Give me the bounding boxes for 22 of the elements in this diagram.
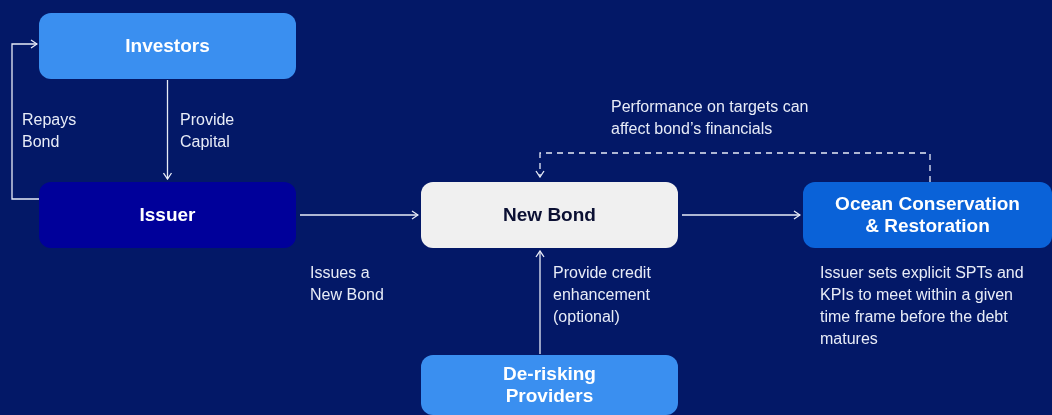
process-box (39, 13, 296, 79)
arrow (299, 210, 419, 220)
process-box (803, 182, 1052, 248)
edge-label: Issues a New Bond (310, 263, 385, 305)
edge-label: Provide credit enhancement (optional) (553, 263, 652, 327)
edge-label: Repays Bond (22, 110, 78, 152)
process-box (421, 182, 678, 248)
note-text: Issuer sets explicit SPTs and KPIs to meet within a given time frame before the debt matures (820, 263, 1025, 349)
box-title: Investors (125, 35, 210, 57)
edge-label: Provide Capital (180, 110, 236, 152)
box-title: De-risking Providers (502, 363, 597, 407)
box-title: Ocean Conservation & Restoration (834, 193, 1021, 237)
box-title: New Bond (503, 204, 596, 226)
arrow (535, 250, 545, 355)
edge-label: Performance on targets can affect bond’s financials (611, 97, 810, 139)
arrow (535, 152, 931, 183)
arrow (11, 39, 40, 200)
process-box (39, 182, 296, 248)
box-title: Issuer (139, 204, 196, 226)
process-box (421, 355, 678, 415)
arrow (681, 210, 801, 220)
arrow (162, 79, 173, 180)
